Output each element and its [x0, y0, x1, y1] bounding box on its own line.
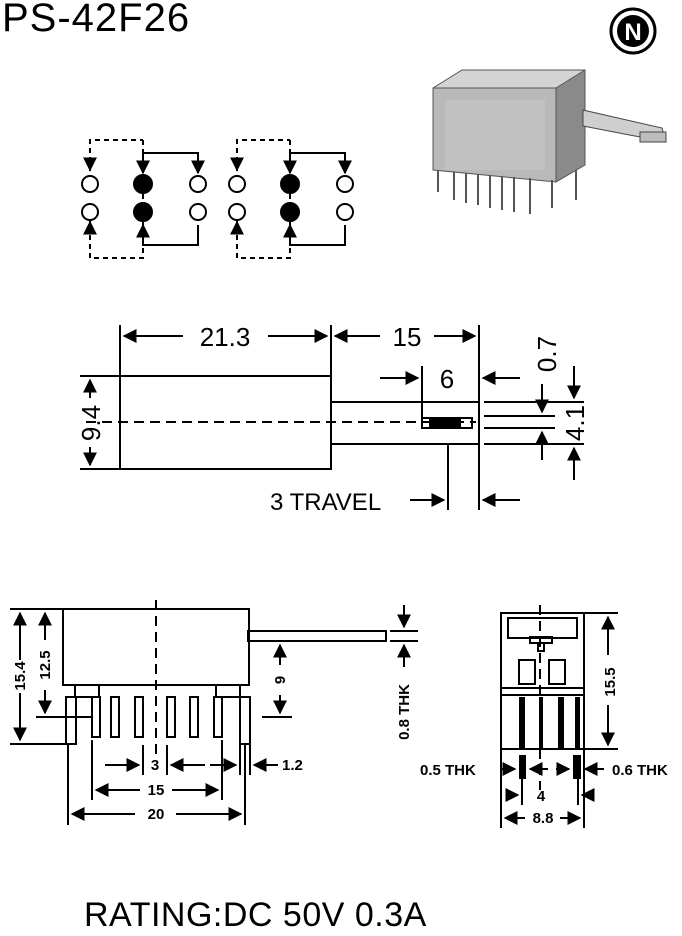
dim-pin-pitch: 3 — [151, 757, 159, 774]
dim-end-width: 8.8 — [533, 810, 554, 827]
front-view — [10, 600, 418, 825]
part-number-title: PS-42F26 — [2, 0, 191, 40]
side-view — [80, 325, 584, 510]
dim-travel: 3 TRAVEL — [270, 489, 381, 516]
dim-gap: 0.7 — [532, 336, 562, 372]
rating-text: RATING:DC 50V 0.3A — [84, 896, 427, 934]
end-view-dimensions: 15.5 0.5 THK 0.6 THK 4 8.8 — [420, 667, 668, 827]
switch-product-image — [432, 69, 667, 214]
side-view-dimensions: 21.3 15 6 0.7 9.4 4.1 3 TRAVEL — [76, 322, 590, 516]
brand-logo: N — [609, 7, 657, 55]
dim-total-height: 15.4 — [12, 661, 29, 691]
dim-shaft-height: 4.1 — [560, 405, 590, 441]
dim-lever-height: 9 — [272, 676, 289, 684]
dim-pitch: 4 — [537, 788, 546, 805]
dim-end-height: 15.5 — [602, 667, 619, 696]
dim-pin-thk-left: 0.5 THK — [420, 762, 476, 779]
dim-pin-thk-right: 0.6 THK — [612, 762, 668, 779]
dim-lever-thickness: 0.8 THK — [396, 684, 413, 740]
switch-schematic-left — [81, 139, 207, 259]
dim-pin-width: 1.2 — [282, 757, 303, 774]
dim-pin-span: 15 — [148, 782, 165, 799]
dim-height: 9.4 — [76, 405, 106, 441]
logo-letter: N — [624, 19, 641, 46]
dim-body-height: 12.5 — [37, 650, 54, 679]
dim-actuator-tip: 6 — [440, 364, 454, 394]
end-view — [500, 605, 618, 828]
dim-width: 20 — [148, 806, 165, 823]
dim-length: 21.3 — [200, 322, 251, 352]
dim-actuator-length: 15 — [393, 322, 422, 352]
switch-schematic-right — [228, 139, 354, 259]
front-view-dimensions: 15.4 12.5 3 15 20 1.2 9 0.8 THK — [12, 650, 413, 823]
